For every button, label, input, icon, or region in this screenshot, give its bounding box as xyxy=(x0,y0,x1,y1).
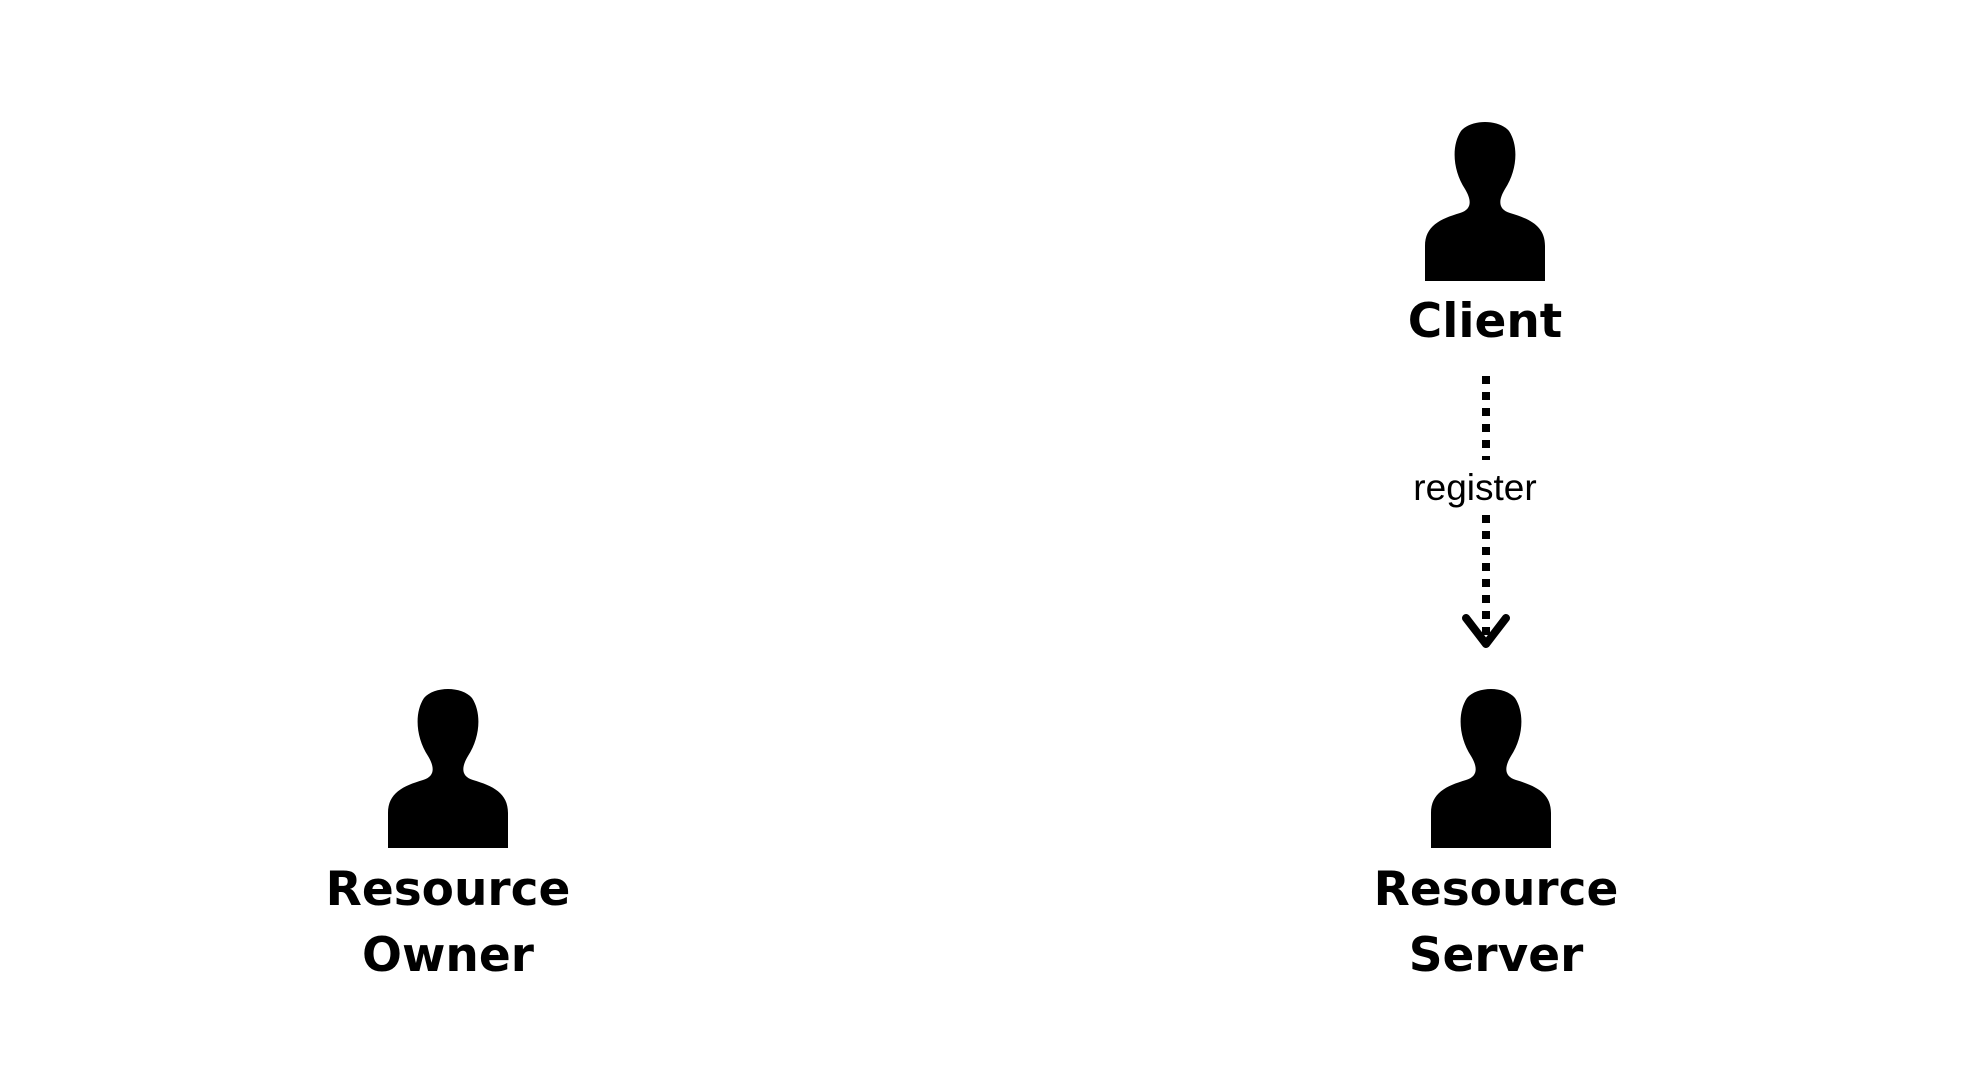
resource-server-actor: Resource Server xyxy=(1374,689,1619,983)
arrow-down-icon xyxy=(1462,614,1510,648)
resource-owner-person-icon xyxy=(388,689,508,848)
register-label: register xyxy=(1413,467,1536,508)
client-label: Client xyxy=(1408,294,1563,349)
client-actor: Client xyxy=(1408,122,1563,349)
resource-server-label-line1: Resource xyxy=(1374,862,1619,917)
resource-owner-actor: Resource Owner xyxy=(326,689,571,983)
register-edge: register xyxy=(1413,376,1537,648)
resource-owner-label-line1: Resource xyxy=(326,862,571,917)
resource-server-person-icon xyxy=(1431,689,1551,848)
client-person-icon xyxy=(1425,122,1545,281)
resource-server-label-line2: Server xyxy=(1409,928,1584,983)
resource-owner-label-line2: Owner xyxy=(362,928,535,983)
